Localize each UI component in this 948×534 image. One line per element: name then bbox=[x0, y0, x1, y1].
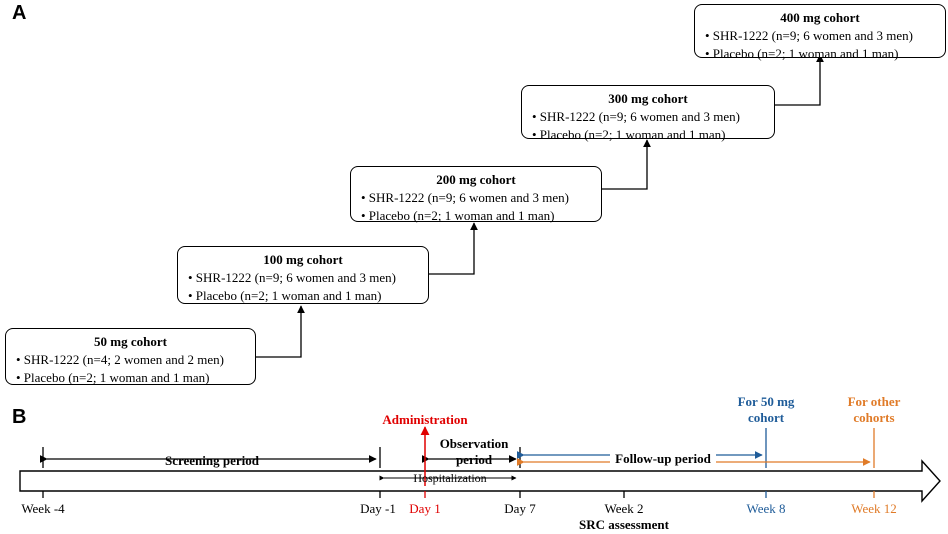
timeline: Screening period Administration Observat… bbox=[19, 394, 941, 532]
connector-300-400 bbox=[775, 54, 824, 106]
cohort-box-100mg: 100 mg cohort • SHR-1222 (n=9; 6 women a… bbox=[177, 246, 429, 304]
for50-label-2: cohort bbox=[748, 410, 785, 425]
connector-50-100 bbox=[256, 305, 305, 358]
tick-label-week2: Week 2 bbox=[604, 501, 643, 516]
tick-label-day1: Day 1 bbox=[409, 501, 440, 516]
cohort-title: 50 mg cohort bbox=[94, 334, 167, 349]
tick-label-day7: Day 7 bbox=[504, 501, 536, 516]
connector-200-300 bbox=[602, 139, 651, 190]
screening-label: Screening period bbox=[165, 453, 260, 468]
cohort-placebo: • Placebo (n=2; 1 woman and 1 man) bbox=[361, 208, 555, 223]
cohort-title: 300 mg cohort bbox=[608, 91, 688, 106]
cohort-box-200mg: 200 mg cohort • SHR-1222 (n=9; 6 women a… bbox=[350, 166, 602, 223]
cohort-drug: • SHR-1222 (n=4; 2 women and 2 men) bbox=[16, 352, 224, 367]
cohort-drug: • SHR-1222 (n=9; 6 women and 3 men) bbox=[705, 28, 913, 43]
panel-b-label: B bbox=[12, 406, 27, 428]
cohort-box-50mg: 50 mg cohort • SHR-1222 (n=4; 2 women an… bbox=[5, 328, 256, 385]
src-assessment-label: SRC assessment bbox=[579, 517, 670, 532]
tick-label-week8: Week 8 bbox=[746, 501, 785, 516]
tick-label-week-m4: Week -4 bbox=[21, 501, 65, 516]
connector-100-200 bbox=[429, 222, 478, 275]
timeline-bar bbox=[19, 459, 941, 503]
tick-label-day-m1: Day -1 bbox=[360, 501, 396, 516]
cohort-title: 200 mg cohort bbox=[436, 172, 516, 187]
cohort-placebo: • Placebo (n=2; 1 woman and 1 man) bbox=[705, 46, 899, 61]
cohort-placebo: • Placebo (n=2; 1 woman and 1 man) bbox=[532, 127, 726, 142]
forother-label-1: For other bbox=[848, 394, 901, 409]
followup-label: Follow-up period bbox=[615, 451, 711, 466]
hospitalization-label: Hospitalization bbox=[413, 471, 486, 485]
cohort-box-400mg: 400 mg cohort • SHR-1222 (n=9; 6 women a… bbox=[694, 4, 946, 61]
for50-label-1: For 50 mg bbox=[738, 394, 795, 409]
observation-label-1: Observation bbox=[440, 436, 509, 451]
cohort-title: 100 mg cohort bbox=[263, 252, 343, 267]
cohort-title: 400 mg cohort bbox=[780, 10, 860, 25]
panel-a-label: A bbox=[12, 2, 27, 24]
cohort-box-300mg: 300 mg cohort • SHR-1222 (n=9; 6 women a… bbox=[521, 85, 775, 142]
observation-label-2: period bbox=[456, 452, 493, 467]
tick-label-week12: Week 12 bbox=[851, 501, 897, 516]
cohort-drug: • SHR-1222 (n=9; 6 women and 3 men) bbox=[188, 270, 396, 285]
cohort-placebo: • Placebo (n=2; 1 woman and 1 man) bbox=[16, 370, 210, 385]
forother-label-2: cohorts bbox=[853, 410, 894, 425]
cohort-drug: • SHR-1222 (n=9; 6 women and 3 men) bbox=[361, 190, 569, 205]
cohort-drug: • SHR-1222 (n=9; 6 women and 3 men) bbox=[532, 109, 740, 124]
cohort-placebo: • Placebo (n=2; 1 woman and 1 man) bbox=[188, 288, 382, 303]
administration-label: Administration bbox=[382, 412, 468, 427]
